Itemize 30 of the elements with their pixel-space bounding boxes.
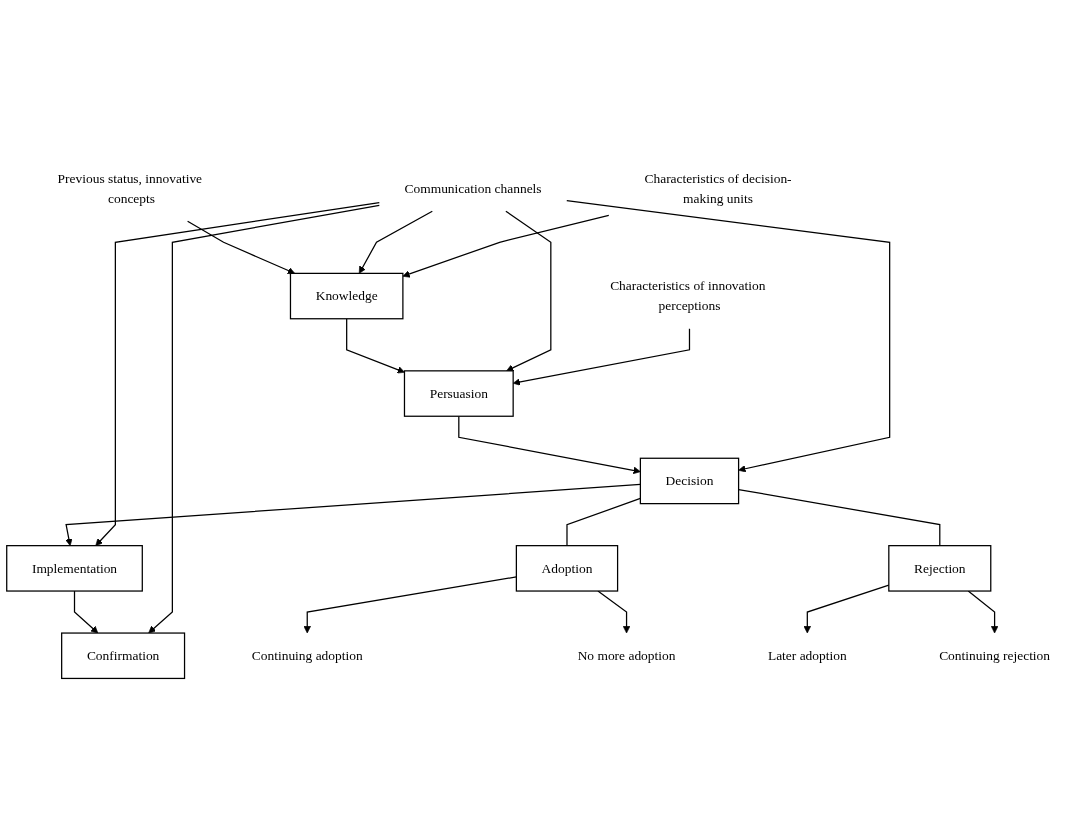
node-text: Previous status, innovative concepts	[57, 170, 203, 206]
node-box: Persuasion	[403, 370, 514, 417]
node-text: Characteristics of innovation perceptions	[610, 278, 766, 313]
arrow	[187, 220, 296, 274]
node-text: Continuing adoption	[251, 648, 363, 663]
arrow	[148, 204, 380, 634]
arrow	[967, 590, 999, 634]
arrow	[73, 590, 99, 634]
arrow	[346, 318, 405, 374]
node-box: Knowledge	[289, 272, 404, 320]
node-box: Confirmation	[61, 632, 186, 679]
node-text: Continuing rejection	[939, 648, 1051, 663]
arrow	[597, 590, 631, 634]
arrow	[358, 210, 433, 274]
arrow	[566, 199, 891, 473]
arrow	[95, 201, 380, 546]
arrow	[402, 214, 610, 278]
node-text: Later adoption	[767, 648, 847, 663]
node-box: Adoption	[515, 544, 619, 592]
node-box: Decision	[639, 457, 740, 505]
arrow	[505, 210, 552, 372]
arrow	[458, 415, 641, 474]
node-text: Communication channels	[404, 180, 542, 196]
node-box: Implementation	[6, 544, 143, 592]
connector	[566, 497, 641, 547]
node-text: No more adoption	[577, 648, 676, 663]
node-box: Rejection	[888, 544, 992, 592]
node-text: Characteristics of decision-making units	[644, 170, 792, 206]
arrow	[303, 576, 517, 634]
arrow	[65, 483, 641, 546]
